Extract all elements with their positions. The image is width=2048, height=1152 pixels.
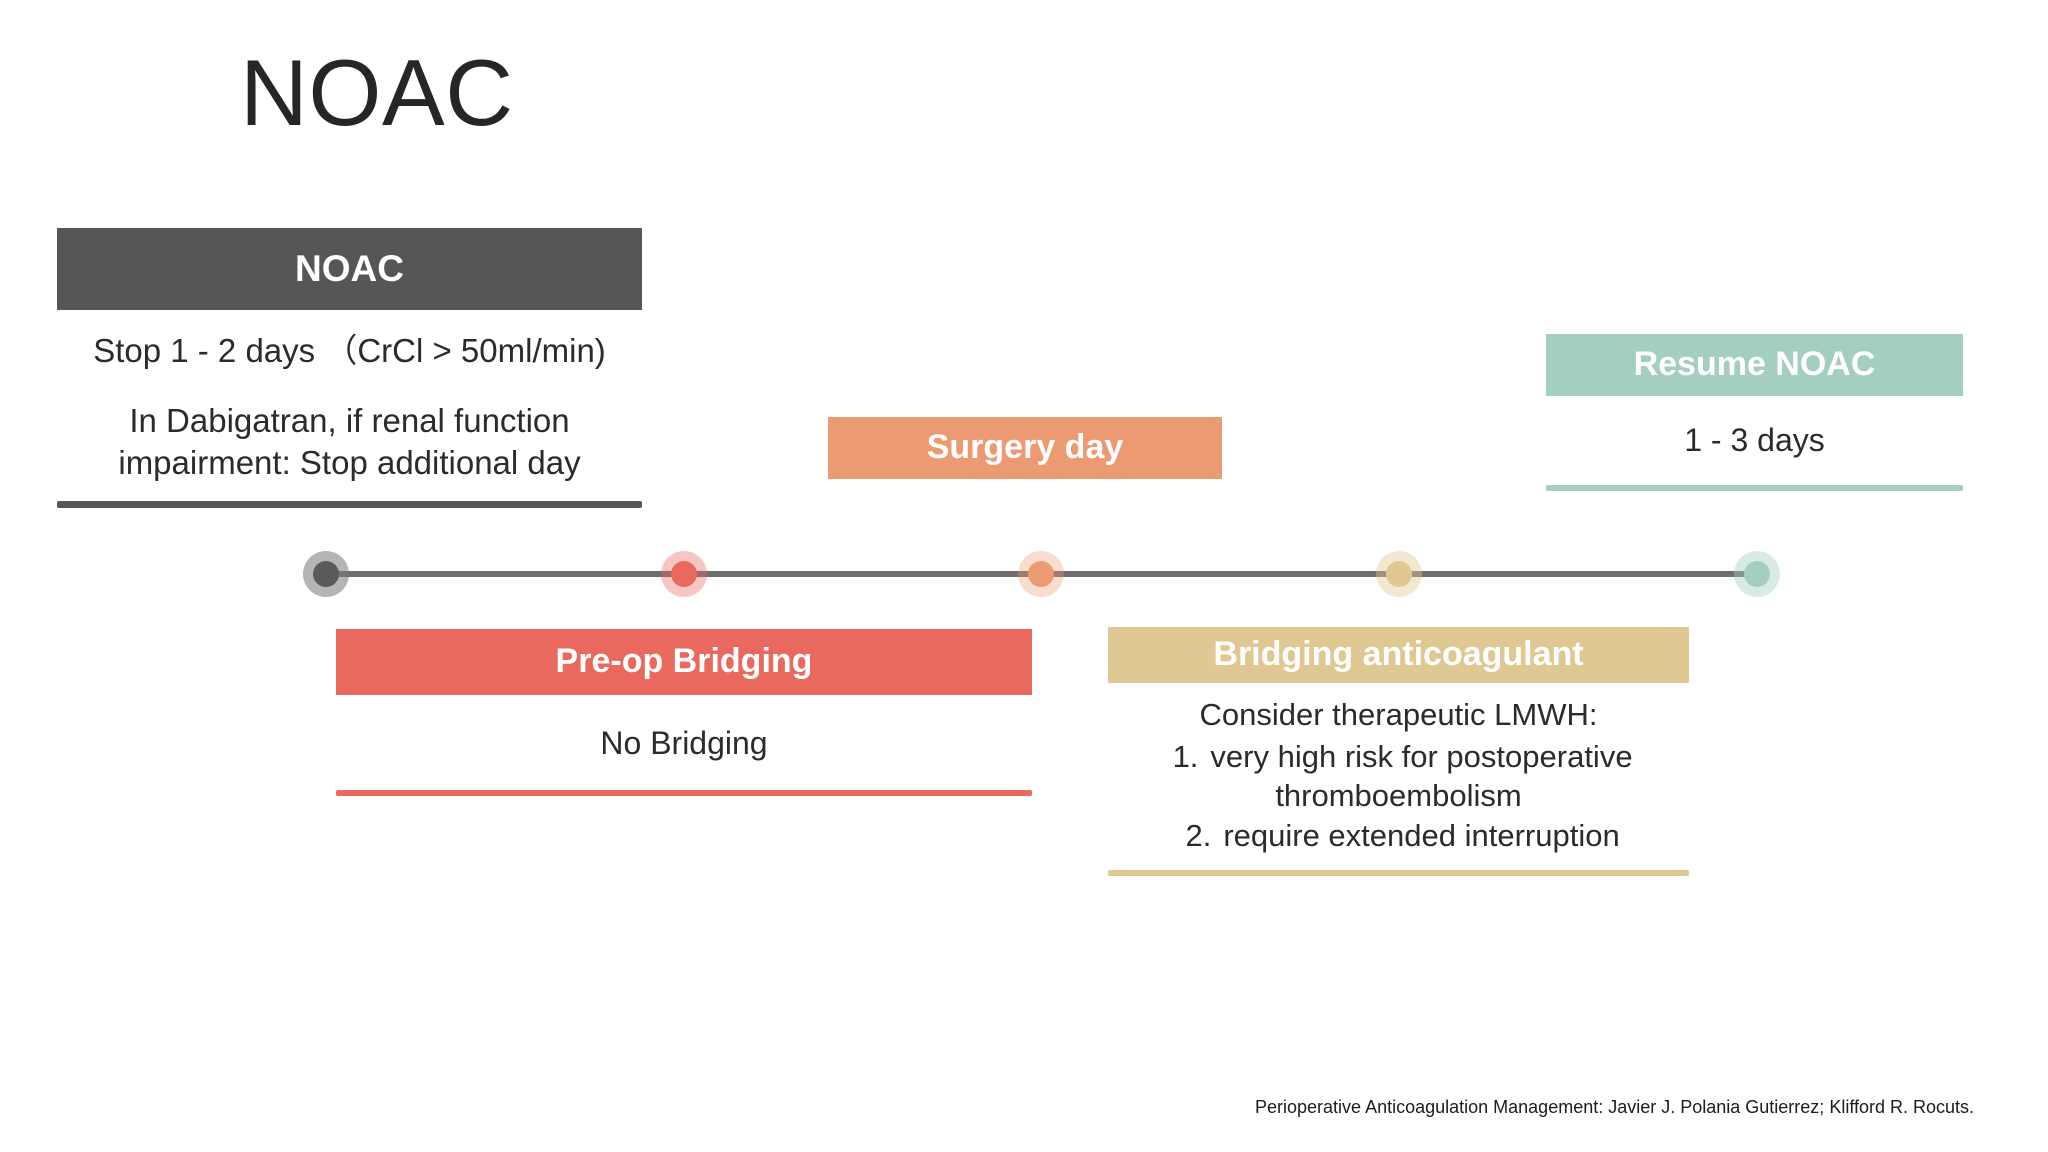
preop-bridging-heading: Pre-op Bridging <box>336 629 1032 695</box>
list-item: 1. very high risk for postoperative throm… <box>1108 737 1689 816</box>
timeline-node-noac-stop[interactable] <box>303 551 349 597</box>
bridging-lead-text: Consider therapeutic LMWH: <box>1199 697 1598 732</box>
timeline-node-preop-bridging[interactable] <box>661 551 707 597</box>
surgery-day-heading: Surgery day <box>828 417 1222 479</box>
timeline-node-core <box>1028 561 1054 587</box>
callout-surgery-day: Surgery day <box>828 417 1222 479</box>
noac-heading: NOAC <box>57 228 642 310</box>
timeline-node-core <box>1744 561 1770 587</box>
citation-text: Perioperative Anticoagulation Management… <box>1255 1097 1975 1117</box>
preop-accent-rule <box>336 789 1032 796</box>
list-item-marker: 1. <box>1172 738 1199 774</box>
timeline-node-core <box>1386 561 1412 587</box>
callout-noac: NOAC Stop 1 - 2 days （CrCl > 50ml/min) I… <box>57 228 642 508</box>
resume-noac-heading: Resume NOAC <box>1546 334 1963 396</box>
noac-accent-rule <box>57 500 642 508</box>
bridging-accent-rule <box>1108 869 1689 876</box>
list-item-marker: 2. <box>1185 818 1212 854</box>
resume-noac-detail: 1 - 3 days <box>1684 422 1825 458</box>
noac-stop-duration: Stop 1 - 2 days （CrCl > 50ml/min) <box>93 332 606 369</box>
callout-preop-bridging: Pre-op Bridging No Bridging <box>336 629 1032 796</box>
page-title: NOAC <box>240 40 514 145</box>
timeline-node-resume-noac[interactable] <box>1734 551 1780 597</box>
list-item-continuation: thromboembolism <box>1275 778 1522 814</box>
preop-bridging-detail: No Bridging <box>600 725 768 761</box>
timeline-node-core <box>671 561 697 587</box>
timeline-node-surgery-day[interactable] <box>1018 551 1064 597</box>
timeline-node-core <box>313 561 339 587</box>
callout-bridging-anticoagulant: Bridging anticoagulant Consider therapeu… <box>1108 627 1689 876</box>
list-item: 2. require extended interruption <box>1108 816 1689 856</box>
bridging-anticoagulant-heading: Bridging anticoagulant <box>1108 627 1689 683</box>
list-item-text: require extended interruption <box>1223 818 1620 854</box>
bridging-criteria-list: 1. very high risk for postoperative throm… <box>1108 737 1689 856</box>
list-item-text: very high risk for postoperative <box>1210 738 1633 774</box>
timeline-node-bridging-anticoagulant[interactable] <box>1376 551 1422 597</box>
resume-accent-rule <box>1546 484 1963 491</box>
callout-resume-noac: Resume NOAC 1 - 3 days <box>1546 334 1963 491</box>
noac-dabigatran-note: In Dabigatran, if renal function impairm… <box>118 402 581 482</box>
